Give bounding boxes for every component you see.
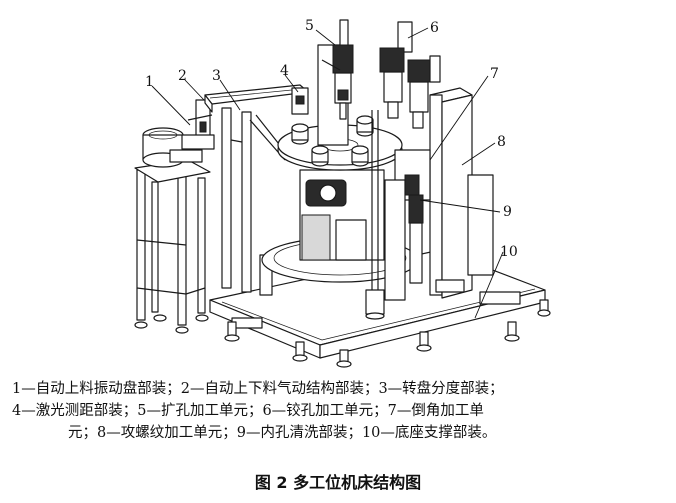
chamfering-unit xyxy=(429,87,473,299)
callout-numbers: 1 2 3 4 5 6 7 8 9 10 xyxy=(145,18,518,260)
legend-line-2: 4—激光测距部装；5—扩孔加工单元；6—铰孔加工单元；7—倒角加工单 xyxy=(12,403,484,419)
callout-1: 1 xyxy=(145,74,154,90)
callout-9: 9 xyxy=(503,204,512,220)
legend-line-3: 元；8—攻螺纹加工单元；9—内孔清洗部装；10—底座支撑部装。 xyxy=(68,425,497,441)
figure-legend: 1—自动上料振动盘部装；2—自动上下料气动结构部装；3—转盘分度部装； 4—激光… xyxy=(10,378,666,444)
figure-title: 图 2 多工位机床结构图 xyxy=(254,473,422,492)
callout-10: 10 xyxy=(500,244,518,260)
hinge-reaming-unit xyxy=(379,21,441,129)
callout-5: 5 xyxy=(305,18,314,34)
machine-structure-drawing: 1 2 3 4 5 6 7 8 9 10 xyxy=(134,18,551,368)
pneumatic-loading-unit xyxy=(181,99,215,150)
bore-cleaning-unit xyxy=(365,110,424,320)
rotary-index-gantry xyxy=(204,84,309,296)
callout-3: 3 xyxy=(212,68,221,84)
callout-7: 7 xyxy=(490,66,499,82)
callout-leaders xyxy=(151,27,504,319)
laser-ranging-unit xyxy=(291,87,309,115)
callout-2: 2 xyxy=(178,68,187,84)
callout-6: 6 xyxy=(430,20,439,36)
vibratory-bowl-feeder xyxy=(134,127,211,334)
legend-line-1: 1—自动上料振动盘部装；2—自动上下料气动结构部装；3—转盘分度部装； xyxy=(12,381,504,397)
reaming-unit xyxy=(317,19,354,146)
callout-8: 8 xyxy=(497,134,506,150)
callout-4: 4 xyxy=(280,63,289,79)
